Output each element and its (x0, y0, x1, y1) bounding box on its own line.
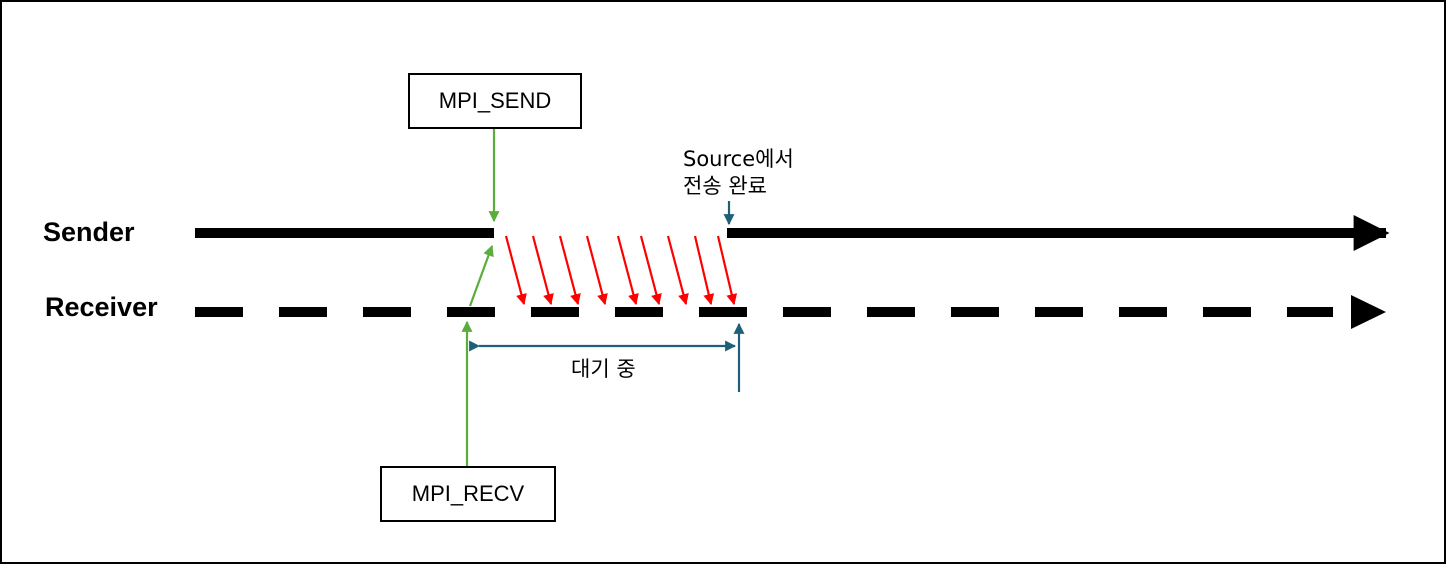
transfer-arrow (716, 235, 738, 306)
transfer-arrow (504, 235, 527, 306)
receiver-label: Receiver (45, 292, 158, 322)
handshake-arrow (468, 244, 494, 307)
transfer-arrow (585, 235, 608, 306)
transfer-arrow (666, 235, 689, 306)
transfer-arrows (504, 235, 738, 306)
transfer-arrow (531, 235, 554, 306)
transfer-arrow (616, 235, 639, 306)
transfer-arrow (639, 235, 662, 306)
receiver-arrowhead (1351, 295, 1386, 329)
waiting-label: 대기 중 (571, 357, 636, 381)
sender-label: Sender (43, 217, 135, 247)
mpi-recv-label: MPI_RECV (411, 481, 525, 506)
mpi-send-box: MPI_SEND (408, 73, 582, 129)
mpi-send-label: MPI_SEND (438, 88, 552, 113)
receiver-timeline (195, 295, 1386, 329)
transfer-arrow (558, 235, 581, 306)
source-complete-line2: 전송 완료 (683, 174, 767, 198)
mpi-recv-box: MPI_RECV (380, 466, 556, 522)
transfer-arrow (693, 235, 715, 306)
source-complete-line1: Source에서 (683, 147, 794, 171)
